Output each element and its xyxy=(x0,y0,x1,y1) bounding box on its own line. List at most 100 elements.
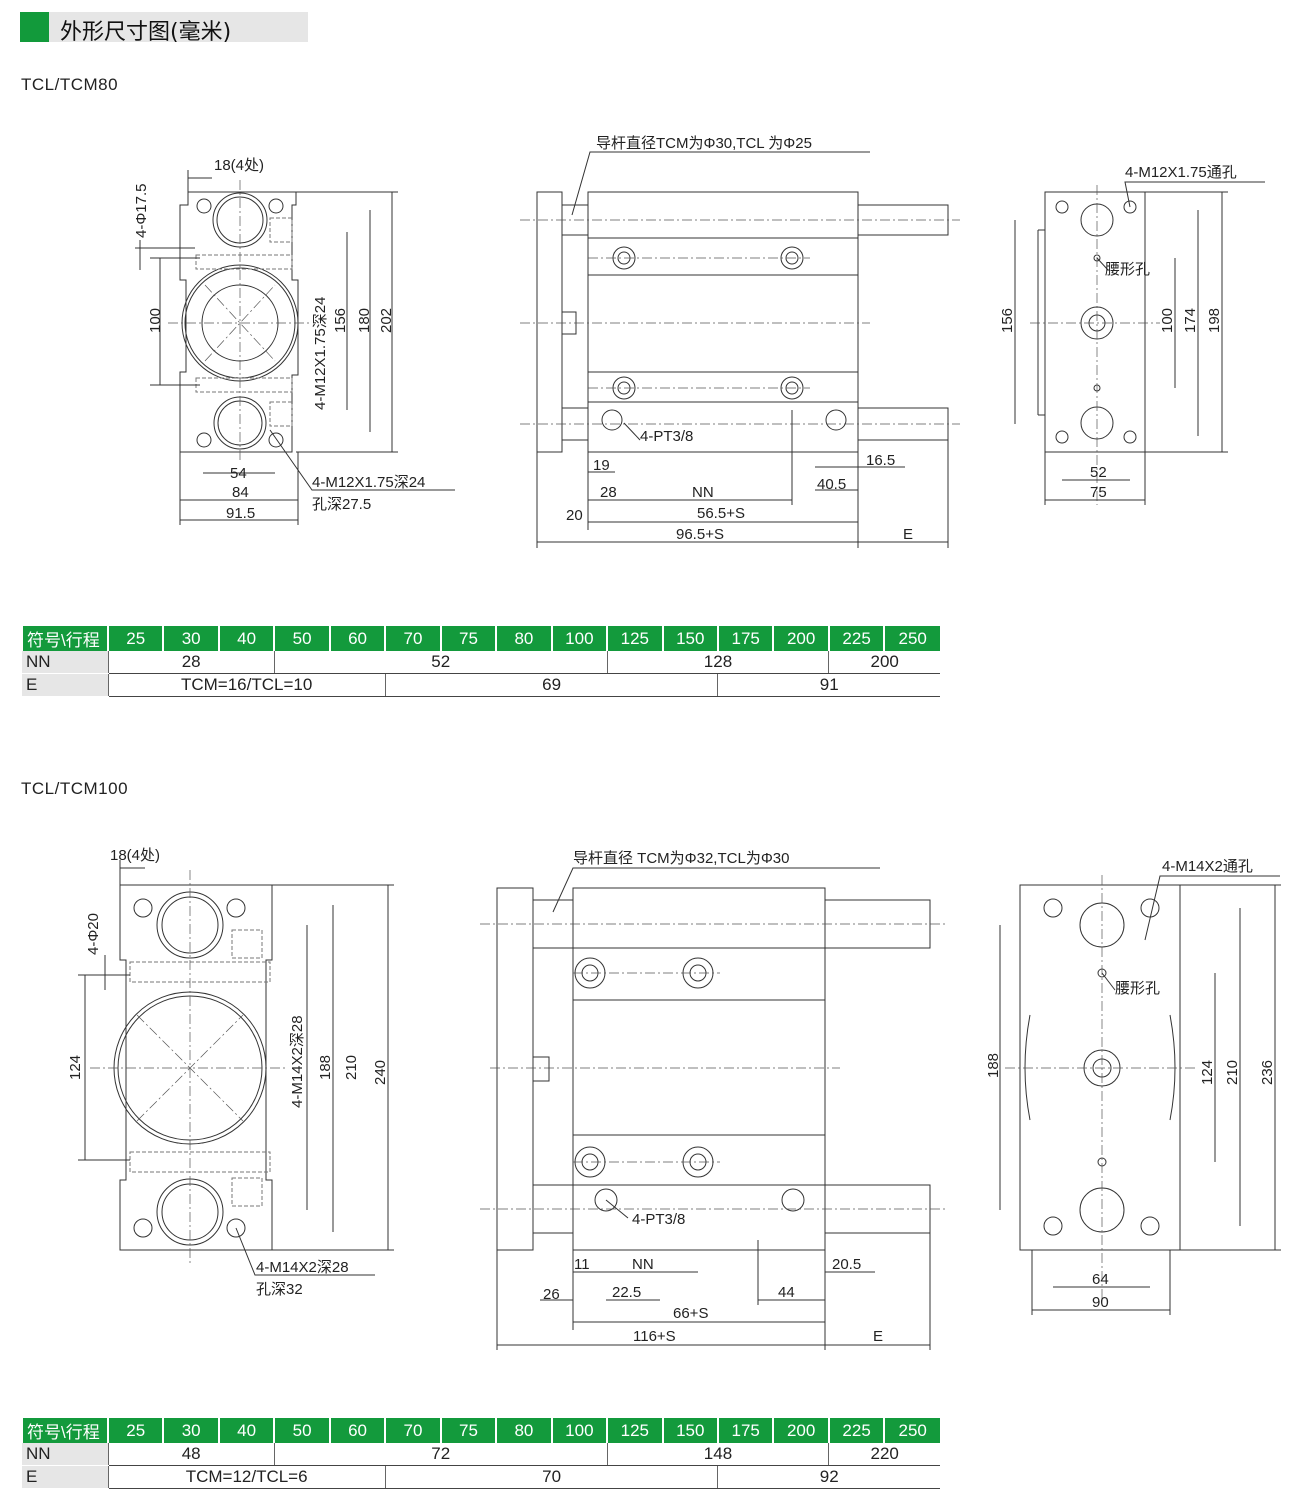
table-cell: 28 xyxy=(107,651,275,674)
dimension-label: 116+S xyxy=(633,1328,676,1345)
dimension-label: 100 xyxy=(147,308,164,333)
table-cell: 128 xyxy=(606,651,829,674)
dimension-label: NN xyxy=(692,484,714,501)
dimension-label: 4-Φ17.5 xyxy=(133,184,150,239)
stroke-header: 80 xyxy=(495,1418,552,1443)
dimension-label: 20.5 xyxy=(832,1256,861,1273)
table-cell: 52 xyxy=(273,651,608,674)
dimension-label: 64 xyxy=(1092,1271,1109,1288)
stroke-header: 225 xyxy=(827,626,885,651)
dimension-label: 52 xyxy=(1090,464,1107,481)
dimension-label: 4-M12X1.75深24 xyxy=(312,474,425,491)
dimension-label: 56.5+S xyxy=(697,505,745,522)
dimension-label: 16.5 xyxy=(866,452,895,469)
dimension-label: 导杆直径TCM为Φ30,TCL 为Φ25 xyxy=(596,135,812,152)
section-header: 外形尺寸图(毫米) xyxy=(20,12,308,45)
dimension-label: 180 xyxy=(356,308,373,333)
dimension-label: 19 xyxy=(593,457,610,474)
table-cell: TCM=16/TCL=10 xyxy=(107,673,386,697)
dimension-label: 54 xyxy=(230,465,247,482)
header-label: 符号\行程 xyxy=(21,626,108,651)
side-view-80: 导杆直径TCM为Φ30,TCL 为Φ25 4-PT3/8 19 28 NN 20… xyxy=(520,135,960,548)
stroke-header: 225 xyxy=(827,1418,885,1443)
dimension-label: 26 xyxy=(543,1286,560,1303)
dimension-label: 75 xyxy=(1090,484,1107,501)
stroke-header: 250 xyxy=(883,626,940,651)
model-label-100: TCL/TCM100 xyxy=(21,779,129,798)
dimension-label: 198 xyxy=(1206,308,1223,333)
dimension-label: 66+S xyxy=(673,1305,708,1322)
page-title: 外形尺寸图(毫米) xyxy=(60,20,232,45)
dimension-label: 20 xyxy=(566,507,583,524)
stroke-header: 25 xyxy=(106,626,164,651)
dimension-label: 4-PT3/8 xyxy=(632,1211,685,1228)
stroke-header: 100 xyxy=(550,1418,608,1443)
stroke-header: 30 xyxy=(162,1418,219,1443)
dimension-label: 156 xyxy=(332,308,349,333)
stroke-header: 80 xyxy=(495,626,552,651)
dimension-label: 18(4处) xyxy=(214,157,264,174)
dimension-label: 腰形孔 xyxy=(1115,980,1160,997)
side-view-100: 导杆直径 TCM为Φ32,TCL为Φ30 4-PT3/8 11 NN 26 22… xyxy=(480,850,945,1350)
front-view-100: 18(4处) 4-Φ20 124 4-M14X2深28 188 210 240 … xyxy=(67,847,394,1298)
table-cell: 69 xyxy=(384,673,718,697)
dimension-label: 44 xyxy=(778,1284,795,1301)
stroke-header: 40 xyxy=(217,626,275,651)
dimension-label: 90 xyxy=(1092,1294,1109,1311)
table-cell: 92 xyxy=(717,1465,940,1489)
stroke-header: 40 xyxy=(217,1418,275,1443)
table-cell: 220 xyxy=(828,1443,940,1466)
dimension-label: 4-M14X2深28 xyxy=(256,1259,349,1276)
dimension-label: 导杆直径 TCM为Φ32,TCL为Φ30 xyxy=(573,850,789,867)
dimension-label: 孔深27.5 xyxy=(312,496,371,513)
dimension-label: 11 xyxy=(574,1256,590,1273)
dimension-label: 124 xyxy=(1199,1060,1216,1085)
dimension-label: 188 xyxy=(985,1053,1002,1078)
dimension-label: 100 xyxy=(1159,308,1176,333)
dimension-label: 84 xyxy=(232,484,249,501)
dimension-label: 240 xyxy=(372,1060,389,1085)
dimension-label: 210 xyxy=(1224,1060,1241,1085)
row-label: NN xyxy=(22,651,108,674)
dimension-label: E xyxy=(903,526,913,543)
dimension-label: 202 xyxy=(378,308,395,333)
dimension-label: 236 xyxy=(1259,1060,1276,1085)
row-label: E xyxy=(22,673,108,697)
rear-view-80: 4-M12X1.75通孔 腰形孔 156 100 174 198 52 75 xyxy=(999,164,1265,505)
dimension-label: 124 xyxy=(67,1055,84,1080)
stroke-header: 150 xyxy=(661,1418,718,1443)
rear-view-100: 4-M14X2通孔 腰形孔 188 124 210 236 64 90 xyxy=(985,858,1281,1315)
stroke-header: 25 xyxy=(106,1418,164,1443)
stroke-header: 70 xyxy=(384,626,441,651)
stroke-header: 100 xyxy=(550,626,608,651)
dimension-label: 4-PT3/8 xyxy=(640,428,693,445)
dimension-label: 22.5 xyxy=(612,1284,641,1301)
dimension-label: 91.5 xyxy=(226,505,255,522)
dimension-label: 4-M12X1.75深24 xyxy=(312,297,329,410)
stroke-header: 200 xyxy=(772,626,829,651)
dimension-label: 4-M14X2深28 xyxy=(289,1015,306,1108)
dimension-label: 4-M14X2通孔 xyxy=(1162,858,1253,875)
stroke-header: 50 xyxy=(273,626,330,651)
dimension-label: 96.5+S xyxy=(676,526,724,543)
stroke-header: 175 xyxy=(716,1418,774,1443)
table-cell: 200 xyxy=(828,651,940,674)
stroke-header: 75 xyxy=(439,1418,497,1443)
dimension-label: 174 xyxy=(1182,308,1199,333)
header-marker xyxy=(20,12,49,42)
stroke-header: 250 xyxy=(883,1418,940,1443)
table-cell: TCM=12/TCL=6 xyxy=(107,1465,386,1489)
stroke-header: 70 xyxy=(384,1418,441,1443)
row-label: E xyxy=(22,1465,108,1489)
dimension-label: E xyxy=(873,1328,883,1345)
dimension-label: 18(4处) xyxy=(110,847,160,864)
dimension-label: 4-Φ20 xyxy=(85,913,102,955)
stroke-header: 175 xyxy=(716,626,774,651)
